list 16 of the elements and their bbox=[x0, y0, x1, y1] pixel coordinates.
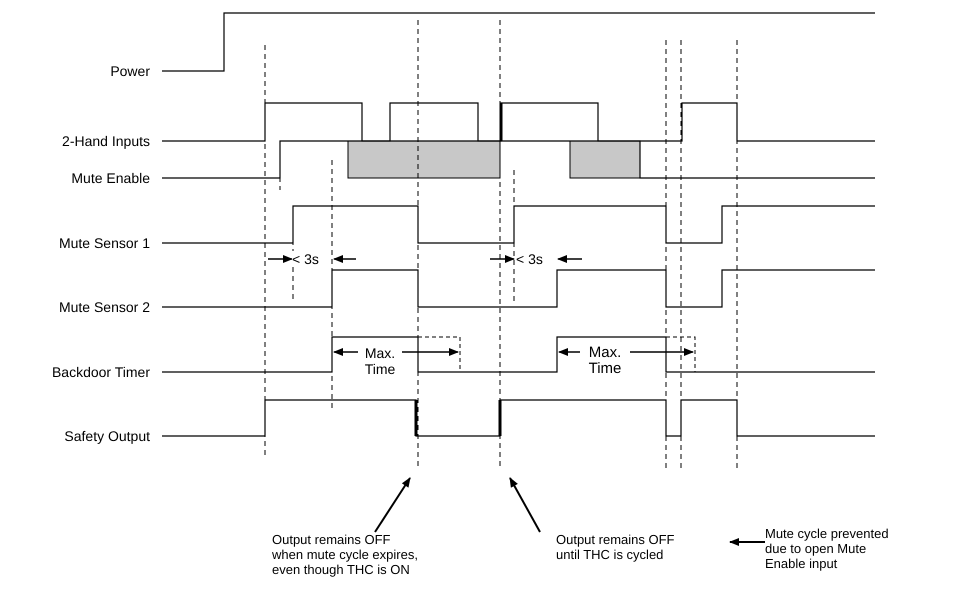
signal-label: Mute Sensor 1 bbox=[58, 235, 150, 251]
signal-label: Backdoor Timer bbox=[50, 364, 150, 380]
signal-label: Mute Sensor 2 bbox=[58, 299, 150, 315]
annotation-note: Mute cycle prevented due to open Mute Enable input bbox=[765, 526, 895, 571]
dimension-label: Max. Time bbox=[358, 345, 402, 377]
annotation-note: Output remains OFF when mute cycle expires, even though THC is ON bbox=[272, 532, 422, 577]
dimension-label: < 3s bbox=[516, 251, 543, 267]
signal-label: Power bbox=[109, 63, 150, 79]
leader-arrow bbox=[374, 477, 411, 533]
signal-label: 2-Hand Inputs bbox=[61, 133, 150, 149]
annotation-note: Output remains OFF until THC is cycled bbox=[556, 532, 696, 562]
dimension-label: < 3s bbox=[292, 251, 319, 267]
leader-arrow bbox=[729, 538, 765, 546]
signal-label: Mute Enable bbox=[70, 170, 150, 186]
leader-arrow bbox=[509, 477, 541, 532]
signal-label: Safety Output bbox=[63, 428, 150, 444]
